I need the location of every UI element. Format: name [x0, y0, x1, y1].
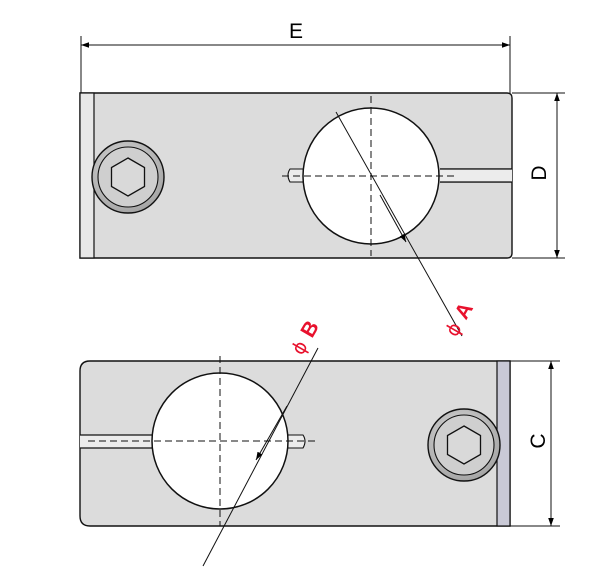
hex-socket-screw-icon — [427, 408, 501, 482]
bore-a-leader — [335, 111, 463, 337]
dimension-e: E — [80, 20, 511, 93]
dimension-e-label: E — [289, 20, 303, 43]
dimension-d-label: D — [528, 165, 551, 180]
top-view: ϕ A — [79, 92, 513, 341]
dimension-c-label: C — [527, 433, 550, 448]
bore-b-symbol: ϕ — [287, 337, 312, 359]
bottom-view: ϕ B — [79, 317, 511, 567]
dimension-d: D — [512, 92, 565, 259]
bore-b-letter: B — [296, 317, 324, 342]
dimension-c: C — [510, 360, 560, 527]
hex-socket-screw-icon — [91, 140, 165, 214]
bore-a-letter: A — [450, 299, 478, 324]
